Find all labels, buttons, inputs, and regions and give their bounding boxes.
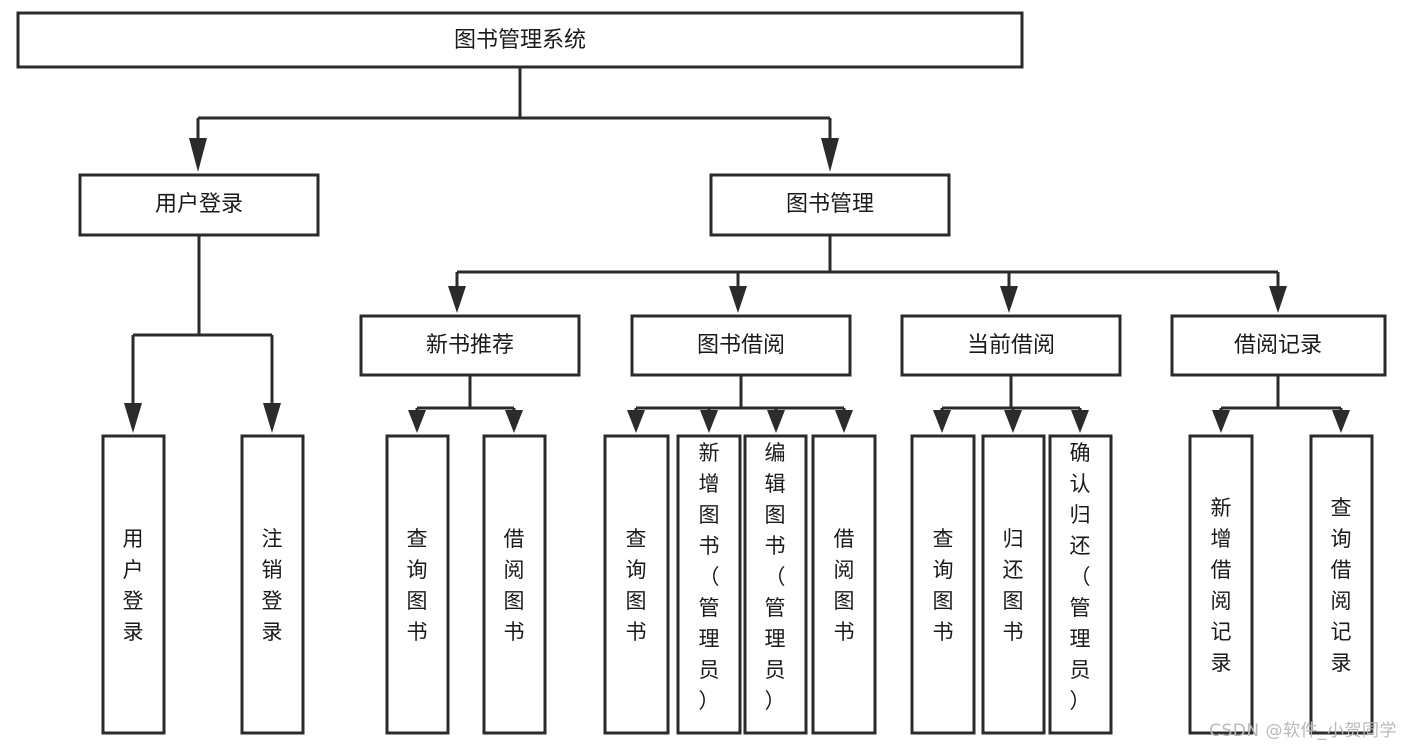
node-leaf-edit-book-label: 编辑图书（管理员） (765, 441, 786, 713)
node-leaf-logout-box[interactable] (240, 434, 305, 735)
node-new-book-rec-label: 新书推荐 (426, 333, 514, 358)
node-leaf-borrow-book-2-label: 借阅图书 (834, 527, 855, 644)
arrow-head-leaf-return-book (1004, 410, 1022, 433)
arrow-head-leaf-confirm-return (1071, 410, 1089, 433)
node-book-borrow-box[interactable] (630, 314, 852, 377)
node-leaf-return-book-label: 归还图书 (1003, 527, 1024, 644)
arrow-head-leaf-logout (263, 403, 281, 433)
node-leaf-add-book-box[interactable] (676, 434, 742, 735)
node-leaf-borrow-book-2[interactable]: 借阅图书 (811, 434, 877, 735)
node-borrow-record[interactable]: 借阅记录 (1170, 314, 1387, 377)
arrow-head-leaf-edit-book (767, 410, 785, 433)
node-leaf-borrow-book-1-label: 借阅图书 (504, 527, 525, 644)
node-book-mgmt-label: 图书管理 (786, 192, 874, 217)
node-current-borrow[interactable]: 当前借阅 (900, 314, 1122, 377)
node-leaf-query-book-2-box[interactable] (603, 434, 670, 735)
node-leaf-confirm-return[interactable]: 确认归还（管理员） (1048, 434, 1113, 735)
arrow-head-new-book-rec (448, 286, 466, 313)
node-leaf-add-record[interactable]: 新增借阅记录 (1188, 434, 1254, 735)
node-leaf-confirm-return-box[interactable] (1048, 434, 1113, 735)
node-leaf-add-book[interactable]: 新增图书（管理员） (676, 434, 742, 735)
node-leaf-return-book-box[interactable] (981, 434, 1046, 735)
node-leaf-query-book-2-label: 查询图书 (626, 527, 647, 644)
arrow-head-borrow-record (1269, 286, 1287, 313)
node-leaf-borrow-book-1-box[interactable] (482, 434, 547, 735)
node-leaf-edit-book[interactable]: 编辑图书（管理员） (743, 434, 808, 735)
node-user-login-box[interactable] (78, 173, 320, 237)
arrow-head-leaf-add-record (1212, 410, 1230, 433)
node-leaf-logout-label: 注销登录 (262, 527, 283, 644)
node-leaf-confirm-return-label: 确认归还（管理员） (1070, 441, 1091, 713)
arrow-head-book-mgmt (821, 138, 839, 172)
node-leaf-add-book-label: 新增图书（管理员） (699, 441, 720, 713)
arrow-head-leaf-query-book-3 (933, 410, 951, 433)
node-book-borrow-label: 图书借阅 (697, 333, 785, 358)
node-new-book-rec[interactable]: 新书推荐 (359, 314, 581, 377)
connector-new-book-rec-to-leaves (408, 375, 523, 433)
node-layer: 图书管理系统 用户登录 图书管理 新书推荐 图书借阅 (16, 11, 1387, 735)
node-leaf-return-book[interactable]: 归还图书 (981, 434, 1046, 735)
node-new-book-rec-box[interactable] (359, 314, 581, 377)
node-root-label: 图书管理系统 (454, 28, 586, 53)
arrow-head-leaf-query-book-2 (627, 410, 645, 433)
node-leaf-add-record-box[interactable] (1188, 434, 1254, 735)
node-leaf-user-login-box[interactable] (101, 434, 166, 735)
node-leaf-query-book-1-box[interactable] (385, 434, 450, 735)
node-leaf-logout[interactable]: 注销登录 (240, 434, 305, 735)
node-leaf-query-book-1-label: 查询图书 (407, 527, 428, 644)
node-book-borrow[interactable]: 图书借阅 (630, 314, 852, 377)
node-leaf-query-book-1[interactable]: 查询图书 (385, 434, 450, 735)
arrow-head-leaf-user-login (124, 403, 142, 433)
node-current-borrow-box[interactable] (900, 314, 1122, 377)
node-root-box[interactable] (16, 11, 1024, 69)
node-leaf-query-book-3-box[interactable] (910, 434, 976, 735)
node-leaf-edit-book-box[interactable] (743, 434, 808, 735)
arrow-head-current-borrow (1000, 286, 1018, 313)
node-leaf-query-book-3[interactable]: 查询图书 (910, 434, 976, 735)
connector-user-login-to-leaves (124, 235, 281, 433)
node-leaf-query-record-box[interactable] (1309, 434, 1374, 735)
node-leaf-query-book-2[interactable]: 查询图书 (603, 434, 670, 735)
connector-book-borrow-to-leaves (627, 375, 853, 433)
node-leaf-user-login[interactable]: 用户登录 (101, 434, 166, 735)
connector-layer (124, 67, 1350, 433)
arrow-head-book-borrow (729, 286, 747, 313)
node-borrow-record-box[interactable] (1170, 314, 1387, 377)
node-leaf-query-record-label: 查询借阅记录 (1331, 496, 1352, 675)
arrow-head-leaf-query-record (1332, 410, 1350, 433)
arrow-head-leaf-add-book (700, 410, 718, 433)
connector-root-to-level1 (189, 67, 839, 172)
node-leaf-user-login-label: 用户登录 (123, 527, 144, 644)
node-book-mgmt-box[interactable] (709, 173, 951, 237)
node-user-login-label: 用户登录 (155, 192, 243, 217)
node-leaf-borrow-book-2-box[interactable] (811, 434, 877, 735)
connector-current-borrow-to-leaves (933, 375, 1089, 433)
node-root[interactable]: 图书管理系统 (16, 11, 1024, 69)
node-leaf-query-book-3-label: 查询图书 (933, 527, 954, 644)
arrow-head-user-login (189, 138, 207, 172)
node-borrow-record-label: 借阅记录 (1234, 333, 1322, 358)
arrow-head-leaf-borrow-book-1 (505, 410, 523, 433)
connector-borrow-record-to-leaves (1212, 375, 1350, 433)
node-current-borrow-label: 当前借阅 (967, 333, 1055, 358)
connector-book-mgmt-to-level2 (448, 235, 1287, 313)
node-book-mgmt[interactable]: 图书管理 (709, 173, 951, 237)
node-leaf-borrow-book-1[interactable]: 借阅图书 (482, 434, 547, 735)
arrow-head-leaf-query-book-1 (408, 410, 426, 433)
node-leaf-query-record[interactable]: 查询借阅记录 (1309, 434, 1374, 735)
arrow-head-leaf-borrow-book-2 (835, 410, 853, 433)
node-leaf-add-record-label: 新增借阅记录 (1211, 496, 1232, 675)
node-user-login[interactable]: 用户登录 (78, 173, 320, 237)
